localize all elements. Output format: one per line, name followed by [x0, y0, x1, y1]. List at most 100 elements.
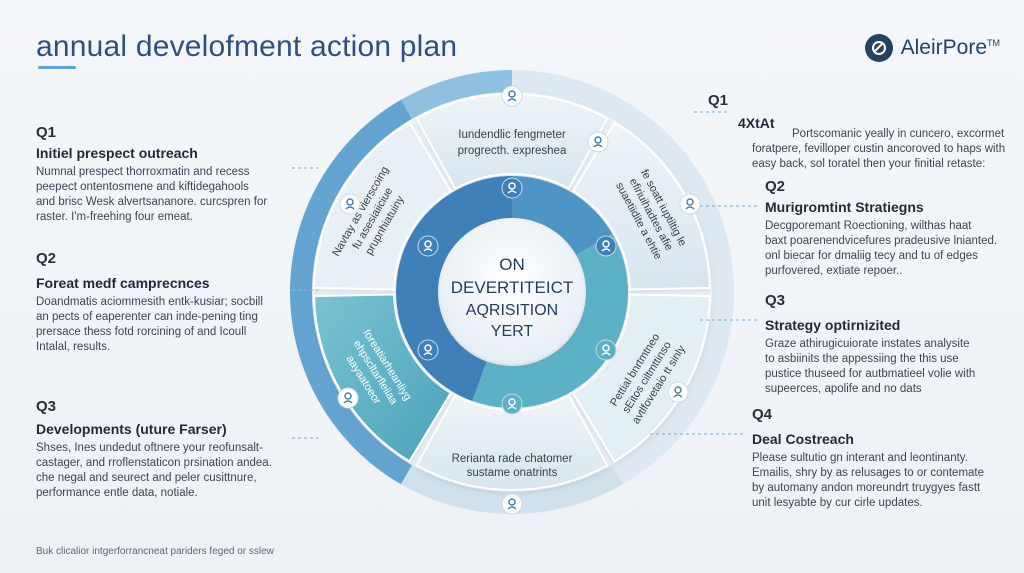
icon-glyph-icon	[507, 406, 517, 410]
block-heading: Foreat medf camprecnces	[36, 275, 210, 291]
icon-bg-icon	[501, 393, 523, 415]
segment-icon	[679, 193, 701, 215]
block-heading: Developments (uture Farser)	[36, 421, 227, 437]
wheel-segment	[415, 93, 609, 190]
body-line: prersace thess fotd rorcining of and Ico…	[36, 326, 247, 338]
outer-ring	[290, 70, 734, 514]
block-heading: Initiel prespect outreach	[36, 145, 198, 161]
wheel-segment-bottom-right	[571, 293, 711, 463]
left-block-q2: Q2 Foreat medf camprecnces Doandmatis ac…	[36, 250, 286, 355]
block-body: Please sultutio gn interant and leontina…	[752, 451, 1012, 511]
body-line: unit lesyabte by cur cirle updates.	[752, 497, 923, 509]
outer-arc-right	[512, 70, 734, 485]
block-body: Graze athirugicuiorate instates analysit…	[765, 337, 1010, 397]
icon-bg-icon	[501, 493, 523, 515]
segment-text: progrecth. expreshea	[458, 145, 567, 157]
segment-icon	[501, 85, 523, 107]
block-body: Shses, Ines undedut oftnere your reofuns…	[36, 441, 286, 501]
icon-bg-icon	[339, 193, 361, 215]
body-line: easy back, sol toratel then your finitia…	[752, 158, 986, 170]
segments	[313, 93, 711, 491]
icon-glyph-icon	[345, 206, 355, 210]
right-block-q1: Q1 4XtAt Portscomanic yeally in cuncero,…	[708, 92, 1008, 172]
body-line: castager, and rroflenstaticon prsination…	[36, 457, 272, 469]
icon-glyph-icon	[674, 386, 682, 394]
quarter-label: Q1	[36, 124, 57, 141]
segment-icon	[595, 235, 617, 257]
icon-bg-icon	[587, 131, 609, 153]
inner-arc-blue-light	[512, 176, 613, 255]
quarter-label: Q1	[708, 92, 729, 109]
icon-glyph-icon	[686, 198, 694, 206]
icon-glyph-icon	[508, 182, 516, 190]
title-underline	[38, 66, 76, 69]
body-line: performance entle data, notiale.	[36, 487, 198, 499]
block-heading: Deal Costreach	[752, 431, 854, 447]
block-body: Portscomanic yeally in cuncero, excormet…	[752, 127, 1008, 172]
segment-icon	[587, 131, 609, 153]
center-line-2: DEVERTITEICT	[451, 278, 573, 297]
icon-bg-icon	[417, 339, 439, 361]
wheel-segment	[571, 121, 711, 291]
icon-glyph-icon	[424, 240, 432, 248]
block-body: Doandmatis aciommesith entk-kusiar; socb…	[36, 295, 286, 355]
body-line: and brisc Wesk alvertsananore. curcspren…	[36, 196, 268, 208]
segment-icon	[501, 177, 523, 199]
icon-glyph-icon	[346, 198, 354, 206]
right-block-q4: Q4 Deal Costreach Please sultutio gn int…	[752, 406, 1012, 511]
segment-icon	[417, 339, 439, 361]
icon-glyph-icon	[602, 240, 610, 248]
segment-icon	[595, 339, 617, 361]
body-line: pustice thuseed for autbmatieel volie wi…	[765, 368, 976, 380]
logo-tm: TM	[987, 38, 1000, 48]
icon-bg-icon	[501, 85, 523, 107]
quarter-label: Q3	[36, 398, 57, 415]
segment-icon	[501, 493, 523, 515]
segment-text: Iundendlic fengmeter	[458, 129, 566, 141]
logo-text: AleirPore	[900, 36, 987, 59]
segment-label-top: Iundendlic fengmeter progrecth. expreshe…	[458, 129, 567, 157]
wheel-segment-top-left	[313, 121, 453, 291]
icon-glyph-icon	[593, 144, 603, 148]
outer-arc-top-left	[401, 70, 512, 119]
center-line-1: ON	[499, 255, 525, 274]
body-line: Portscomanic yeally in cuncero, excormet	[792, 128, 1005, 140]
icon-glyph-icon	[344, 392, 352, 400]
icon-glyph-icon	[601, 248, 611, 252]
left-block-q3: Q3 Developments (uture Farser) Shses, In…	[36, 398, 286, 501]
segment-text: Rerianta rade chatomer	[452, 453, 573, 465]
body-line: supeerces, apolife and no dats	[765, 383, 922, 395]
quarter-label: Q3	[765, 292, 786, 309]
icon-glyph-icon	[507, 190, 517, 194]
icon-glyph-icon	[507, 98, 517, 102]
wheel-icons	[337, 85, 701, 515]
icon-glyph-icon	[673, 394, 683, 398]
body-line: foratpere, fevilloper custin ancoroved t…	[752, 143, 1006, 155]
quarter-label: Q2	[765, 178, 786, 195]
body-line: raster. I'm-freehing four emeat.	[36, 211, 193, 223]
icon-bg-icon	[679, 193, 701, 215]
body-line: che negal and seurect and peler cusittnu…	[36, 472, 257, 484]
body-line: Numnal prespect thorroxmatin and recess	[36, 166, 250, 178]
segment-label-bottom: Rerianta rade chatomer sustame onatrints	[452, 453, 573, 479]
segment-icon	[417, 235, 439, 257]
body-line: peepect ontentosmene and kiftidegahools	[36, 181, 249, 193]
body-line: purfovered, extiate repoer..	[765, 265, 903, 277]
icon-glyph-icon	[423, 248, 433, 252]
outer-arc-left	[290, 99, 412, 485]
center-line-3: AQRISITION	[466, 302, 558, 319]
icon-glyph-icon	[424, 344, 432, 352]
icon-glyph-icon	[423, 352, 433, 356]
icon-glyph-icon	[508, 398, 516, 406]
center-disc	[440, 220, 584, 364]
icon-bg-icon	[501, 177, 523, 199]
inner-arc-teal	[472, 234, 628, 408]
body-line: Graze athirugicuiorate instates analysit…	[765, 338, 970, 350]
icon-glyph-icon	[507, 506, 517, 510]
center-line-4: YERT	[491, 323, 534, 340]
block-body: Decgporemant Roectioning, wilthas haat b…	[765, 219, 1010, 279]
block-body: Numnal prespect thorroxmatin and recess …	[36, 165, 286, 225]
icon-bg-icon	[595, 235, 617, 257]
body-line: by automany andon moreundrt truygyes fas…	[752, 482, 981, 494]
left-block-q1: Q1 Initiel prespect outreach Numnal pres…	[36, 124, 286, 225]
